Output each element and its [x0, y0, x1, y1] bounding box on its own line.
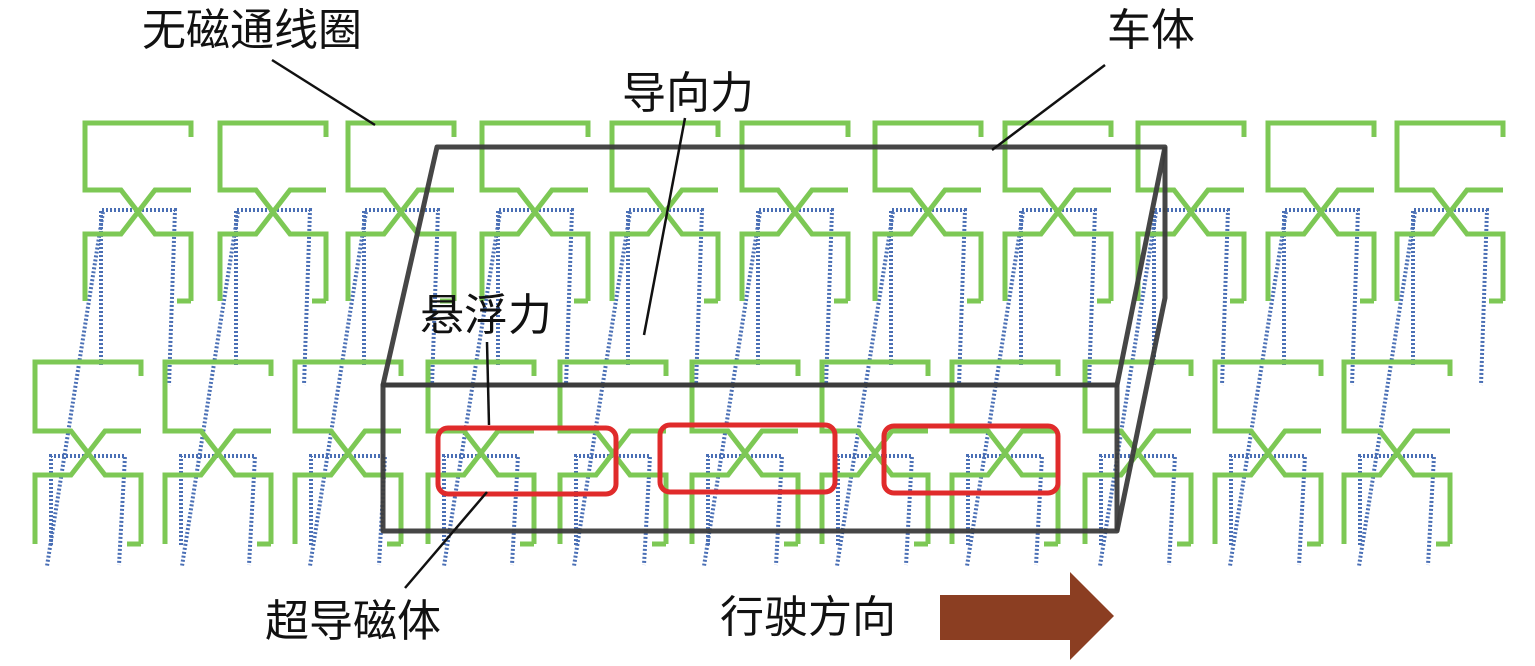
upper-coil-11: [1394, 120, 1506, 304]
lower-winding-7: [836, 454, 915, 566]
magnet-3: [881, 423, 1061, 496]
upper-coil-5-outline: [609, 120, 721, 304]
upper-coil-9-outline: [1135, 120, 1247, 304]
lower-coil-6: [689, 359, 801, 547]
lower-winding-11: [1358, 454, 1437, 566]
upper-coil-7-outline: [872, 120, 984, 304]
lower-coil-5: [557, 359, 669, 547]
upper-coil-10: [1265, 120, 1377, 304]
lower-coil-10-outline: [1212, 359, 1324, 547]
lower-coil-2: [162, 359, 274, 547]
upper-coil-10-outline: [1265, 120, 1377, 304]
lower-coil-9-outline: [1082, 359, 1194, 547]
link-winding-11: [1357, 211, 1417, 567]
upper-coil-8: [1002, 120, 1114, 304]
link-winding-3: [308, 211, 368, 567]
lower-coil-6-outline: [689, 359, 801, 547]
upper-coil-6: [739, 120, 851, 304]
lower-coil-8-outline: [949, 359, 1061, 547]
link-winding-8: [965, 211, 1025, 567]
leader-levitation-force: [485, 341, 491, 426]
upper-coil-2-outline: [217, 120, 329, 304]
lower-coil-2-outline: [162, 359, 274, 547]
upper-coil-1-outline: [82, 120, 194, 304]
car-body-top: [380, 144, 1168, 388]
lower-coil-1-outline: [32, 359, 144, 547]
lower-coil-8: [949, 359, 1061, 547]
upper-coil-6-outline: [739, 120, 851, 304]
label-car-body: 车体: [1107, 5, 1195, 56]
leader-null-flux-coil: [271, 58, 376, 127]
superconducting-magnets: [435, 422, 1061, 497]
lower-coil-3: [292, 359, 404, 547]
label-guidance-force: 导向力: [622, 68, 754, 119]
magnet-2: [657, 422, 838, 495]
leader-lines: [271, 58, 1106, 589]
car-body: [380, 144, 1168, 534]
lower-coil-11: [1341, 359, 1453, 547]
link-winding-7: [835, 211, 895, 567]
coil-windings: [45, 208, 1490, 567]
upper-coil-11-outline: [1394, 120, 1506, 304]
leader-guidance-force: [642, 117, 687, 336]
direction-arrow-icon: [940, 572, 1114, 660]
upper-coil-2: [217, 120, 329, 304]
lower-winding-5: [574, 454, 653, 566]
magnet-1: [435, 425, 619, 497]
link-winding-5: [572, 211, 632, 567]
link-winding-6: [702, 211, 762, 567]
null-flux-coils: [32, 120, 1506, 547]
lower-coil-1: [32, 359, 144, 547]
lower-winding-2: [179, 454, 258, 566]
lower-coil-3-outline: [292, 359, 404, 547]
lower-winding-10: [1229, 454, 1308, 566]
upper-coil-5: [609, 120, 721, 304]
lower-coil-4: [425, 359, 537, 547]
lower-winding-9: [1099, 454, 1178, 566]
lower-coil-7-outline: [819, 359, 931, 547]
lower-coil-9: [1082, 359, 1194, 547]
upper-coil-8-outline: [1002, 120, 1114, 304]
lower-coil-10: [1212, 359, 1324, 547]
link-winding-1: [45, 211, 105, 567]
label-null-flux-coil: 无磁通线圈: [142, 5, 362, 56]
lower-coil-5-outline: [557, 359, 669, 547]
upper-coil-9: [1135, 120, 1247, 304]
lower-winding-1: [49, 454, 128, 566]
lower-winding-8: [966, 454, 1045, 566]
label-levitation-force: 悬浮力: [420, 290, 552, 341]
lower-coil-4-outline: [425, 359, 537, 547]
lower-winding-4: [442, 454, 521, 566]
upper-coil-4-outline: [479, 120, 591, 304]
lower-coil-7: [819, 359, 931, 547]
link-winding-10: [1228, 211, 1288, 567]
car-body-side: [1114, 147, 1168, 532]
lower-winding-6: [706, 454, 785, 566]
upper-coil-4: [479, 120, 591, 304]
leader-superconducting-magnet: [404, 491, 488, 589]
label-superconducting-magnet: 超导磁体: [265, 596, 441, 647]
lower-winding-3: [309, 454, 388, 566]
label-direction-of-travel: 行驶方向: [720, 592, 896, 643]
leader-car-body: [991, 64, 1106, 151]
upper-coil-7: [872, 120, 984, 304]
upper-coil-1: [82, 120, 194, 304]
lower-coil-11-outline: [1341, 359, 1453, 547]
